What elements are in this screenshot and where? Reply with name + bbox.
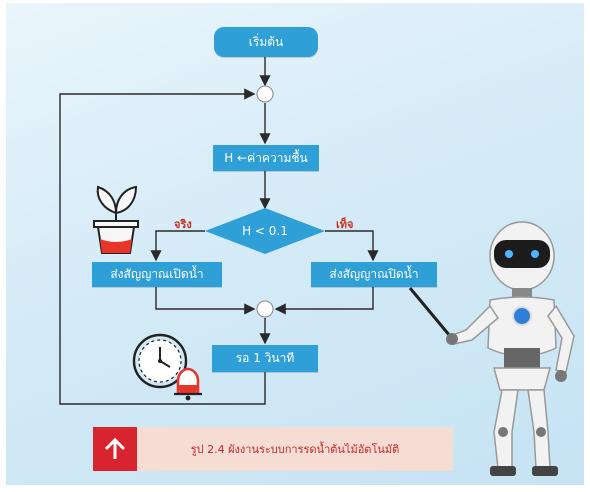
robot-illustration [408,221,575,476]
figure-caption: รูป 2.4 ผังงานระบบการรดน้ำต้นไม้อัตโนมัต… [93,427,453,471]
wait-label: รอ 1 วินาที [235,351,295,365]
up-arrow-icon [93,427,137,471]
start-node: เริ่มต้น [214,27,318,57]
plant-pot-icon [93,185,139,254]
open-water-node: ส่งสัญญาณเปิดน้ำ [92,262,222,287]
close-water-node: ส่งสัญญาณปิดน้ำ [311,262,437,287]
caption-text: รูป 2.4 ผังงานระบบการรดน้ำต้นไม้อัตโนมัต… [190,443,400,456]
close-water-label: ส่งสัญญาณปิดน้ำ [329,267,419,281]
flowchart-connectors [59,57,379,405]
figure-frame: เริ่มต้น H ←ค่าความชื้น H < 0.1 จริง เท็… [6,3,584,485]
open-water-label: ส่งสัญญาณเปิดน้ำ [110,267,204,281]
clock-bell-icon [132,333,202,401]
decision-label: H < 0.1 [242,224,288,238]
measure-label: H ←ค่าความชื้น [224,150,308,165]
start-label: เริ่มต้น [248,34,284,49]
wait-node: รอ 1 วินาที [212,345,318,372]
decision-node [205,208,325,254]
measure-humidity-node: H ←ค่าความชื้น [213,145,319,171]
no-branch-label: เท็จ [336,218,354,231]
yes-branch-label: จริง [174,218,192,231]
